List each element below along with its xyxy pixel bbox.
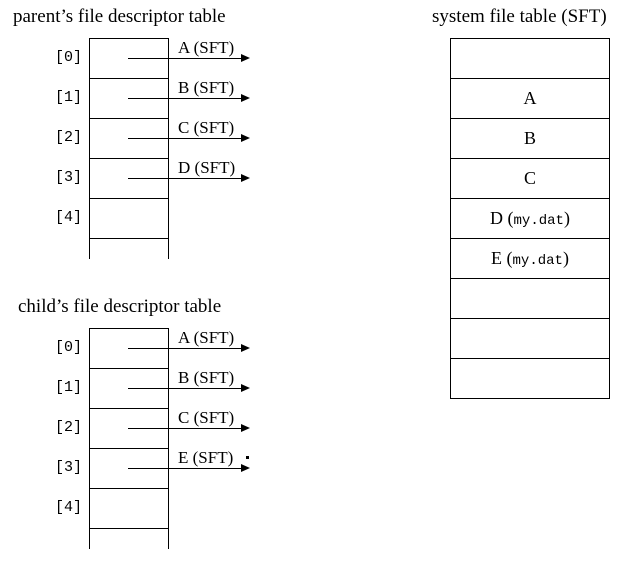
fd-arrow: E (SFT) <box>128 448 250 488</box>
sft-row <box>451 358 609 398</box>
arrowhead-icon <box>241 384 250 392</box>
fd-index-label: [3] <box>54 169 82 186</box>
arrow-label: A (SFT) <box>178 38 235 57</box>
fd-table-continuation <box>89 528 169 549</box>
parent-fd-arrows: A (SFT) B (SFT) C (SFT) D (SFT) <box>128 38 250 198</box>
sft-entry-paren-open: ( <box>503 208 514 228</box>
arrow-line <box>128 468 242 469</box>
fd-index-label: [1] <box>54 379 82 396</box>
sft-entry: B <box>524 128 536 149</box>
parent-fd-table-box <box>89 38 169 259</box>
arrowhead-icon <box>241 424 250 432</box>
sft-entry-name: B <box>523 128 536 148</box>
sft-entry-name: E <box>491 248 503 268</box>
sft-row <box>451 38 609 78</box>
sft-entry-file: my.dat <box>513 213 564 229</box>
sft-entry-file: my.dat <box>512 253 563 269</box>
arrow-line <box>128 428 242 429</box>
arrowhead-icon <box>241 134 250 142</box>
child-fd-table-box <box>89 328 169 549</box>
sft-row: E (my.dat) <box>451 238 609 278</box>
arrow-line <box>128 348 242 349</box>
sft-entry-name: A <box>523 88 537 108</box>
arrow-line <box>128 138 242 139</box>
sft-row: A <box>451 78 609 118</box>
sft-row: B <box>451 118 609 158</box>
sft-table: A B C D (my.dat) E (my.dat) <box>450 38 610 399</box>
sft-entry: A <box>524 88 537 109</box>
sft-entry-name: C <box>523 168 536 188</box>
arrow-label: B (SFT) <box>178 78 235 97</box>
sft-entry: E (my.dat) <box>491 248 569 269</box>
fd-arrow: C (SFT) <box>128 408 250 448</box>
sft-entry-paren-close: ) <box>562 248 569 268</box>
arrow-line <box>128 58 242 59</box>
fd-index-label: [3] <box>54 459 82 476</box>
arrow-line <box>128 98 242 99</box>
fd-index-label: [2] <box>54 419 82 436</box>
arrow-label: A (SFT) <box>178 328 235 347</box>
arrowhead-icon <box>241 464 250 472</box>
child-table-title: child’s file descriptor table <box>18 296 222 317</box>
sft-entry-paren-close: ) <box>563 208 570 228</box>
fd-index-label: [4] <box>54 209 82 226</box>
arrow-label: B (SFT) <box>178 368 235 387</box>
arrowhead-icon <box>241 54 250 62</box>
fd-index-label: [1] <box>54 89 82 106</box>
sft-row <box>451 318 609 358</box>
fd-index-label: [0] <box>54 339 82 356</box>
parent-table-title: parent’s file descriptor table <box>13 6 226 27</box>
sft-table-title: system file table (SFT) <box>432 6 607 27</box>
parent-fd-index-column: [0] [1] [2] [3] [4] <box>30 38 82 238</box>
fd-cell <box>89 198 169 238</box>
sft-entry: D (my.dat) <box>490 208 570 229</box>
sft-row: D (my.dat) <box>451 198 609 238</box>
arrow-label: C (SFT) <box>178 118 235 137</box>
fd-arrow: B (SFT) <box>128 78 250 118</box>
fd-table-continuation <box>89 238 169 259</box>
arrowhead-icon <box>241 174 250 182</box>
fd-arrow: C (SFT) <box>128 118 250 158</box>
fd-index-label: [0] <box>54 49 82 66</box>
fd-arrow: A (SFT) <box>128 328 250 368</box>
fd-arrow: A (SFT) <box>128 38 250 78</box>
stray-mark <box>246 456 249 459</box>
arrowhead-icon <box>241 94 250 102</box>
arrow-line <box>128 178 242 179</box>
sft-row: C <box>451 158 609 198</box>
child-fd-arrows: A (SFT) B (SFT) C (SFT) E (SFT) <box>128 328 250 488</box>
sft-entry-name: D <box>490 208 504 228</box>
arrow-label: C (SFT) <box>178 408 235 427</box>
child-fd-index-column: [0] [1] [2] [3] [4] <box>30 328 82 528</box>
fd-cell <box>89 488 169 528</box>
arrowhead-icon <box>241 344 250 352</box>
fd-index-label: [2] <box>54 129 82 146</box>
fd-arrow: B (SFT) <box>128 368 250 408</box>
fd-index-label: [4] <box>54 499 82 516</box>
sft-entry-paren-open: ( <box>502 248 513 268</box>
arrow-line <box>128 388 242 389</box>
arrow-label: E (SFT) <box>178 448 234 467</box>
sft-row <box>451 278 609 318</box>
sft-entry: C <box>524 168 536 189</box>
fd-arrow: D (SFT) <box>128 158 250 198</box>
arrow-label: D (SFT) <box>178 158 236 177</box>
